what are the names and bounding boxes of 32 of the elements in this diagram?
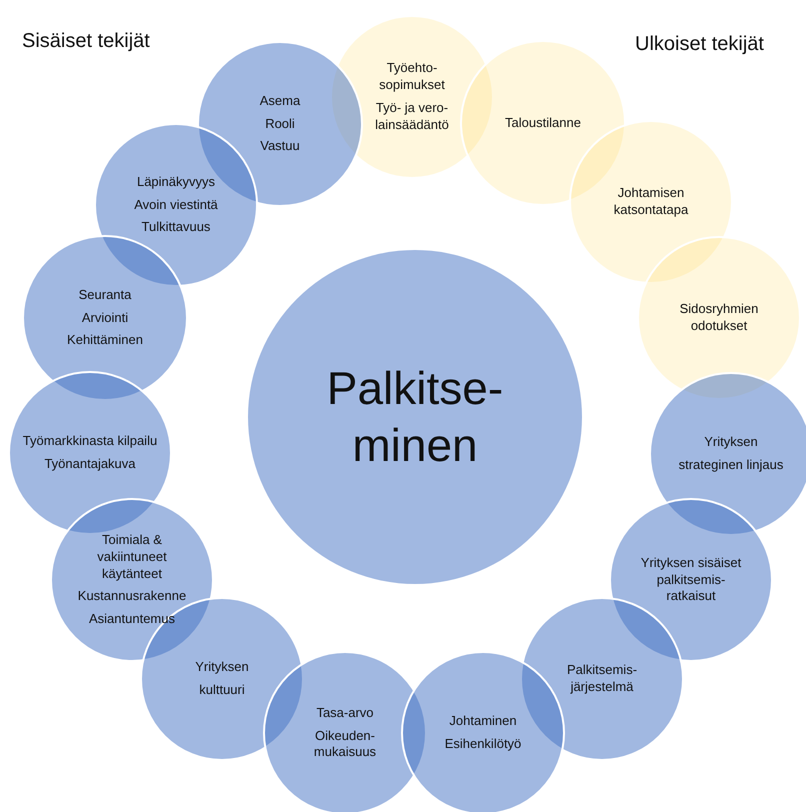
heading: Sisäiset tekijät (22, 30, 150, 53)
circle-text: Taloustilanne (505, 114, 581, 132)
circle-text: Yrityksen (704, 434, 758, 451)
circle-text: Avoin viestintä (134, 196, 218, 214)
heading: Ulkoiset tekijät (635, 33, 764, 56)
circle-text: Oikeuden- mukaisuus (312, 728, 378, 762)
circle-text: Johtamisen katsontatapa (612, 185, 690, 219)
circle-text: Palkitsemis- järjestelmä (566, 662, 638, 696)
circle-text: Arviointi (82, 310, 128, 326)
circle-text: Johtaminen (449, 713, 517, 730)
circle-text: Seuranta (78, 286, 132, 304)
circle-text: Toimiala & vakiintuneet käytänteet (96, 532, 168, 582)
circle-text: Tasa-arvo (316, 704, 374, 722)
circle-text: Rooli (265, 116, 295, 132)
circle-text: Palkitse- minen (326, 360, 504, 473)
circle-text: Yrityksen sisäiset palkitsemis- ratkaisut (640, 554, 742, 606)
circle-text: Sidosryhmien odotukset (678, 301, 760, 335)
circle-text: Tulkittavuus (142, 219, 210, 236)
circle-text: Asema (260, 92, 300, 110)
circle-text: Työ- ja vero- lainsäädäntö (374, 100, 450, 134)
circle-text: Yrityksen (195, 659, 249, 676)
circle-text: Kustannusrakenne (78, 588, 186, 606)
circle-text: Kehittäminen (67, 332, 143, 350)
circle-text: Esihenkilötyö (444, 736, 522, 753)
circle-text: Vastuu (260, 138, 300, 156)
circle-text: Läpinäkyvyys (136, 174, 216, 191)
circle-text: Työmarkkinasta kilpailu (22, 433, 158, 450)
circle-text: kulttuuri (199, 682, 245, 699)
circle-text: Työehto- sopimukset (378, 60, 446, 94)
circle-text: Työnantajakuva (44, 456, 136, 473)
circle-text: strateginen linjaus (678, 457, 784, 474)
circle-text: Asiantuntemus (89, 611, 175, 628)
